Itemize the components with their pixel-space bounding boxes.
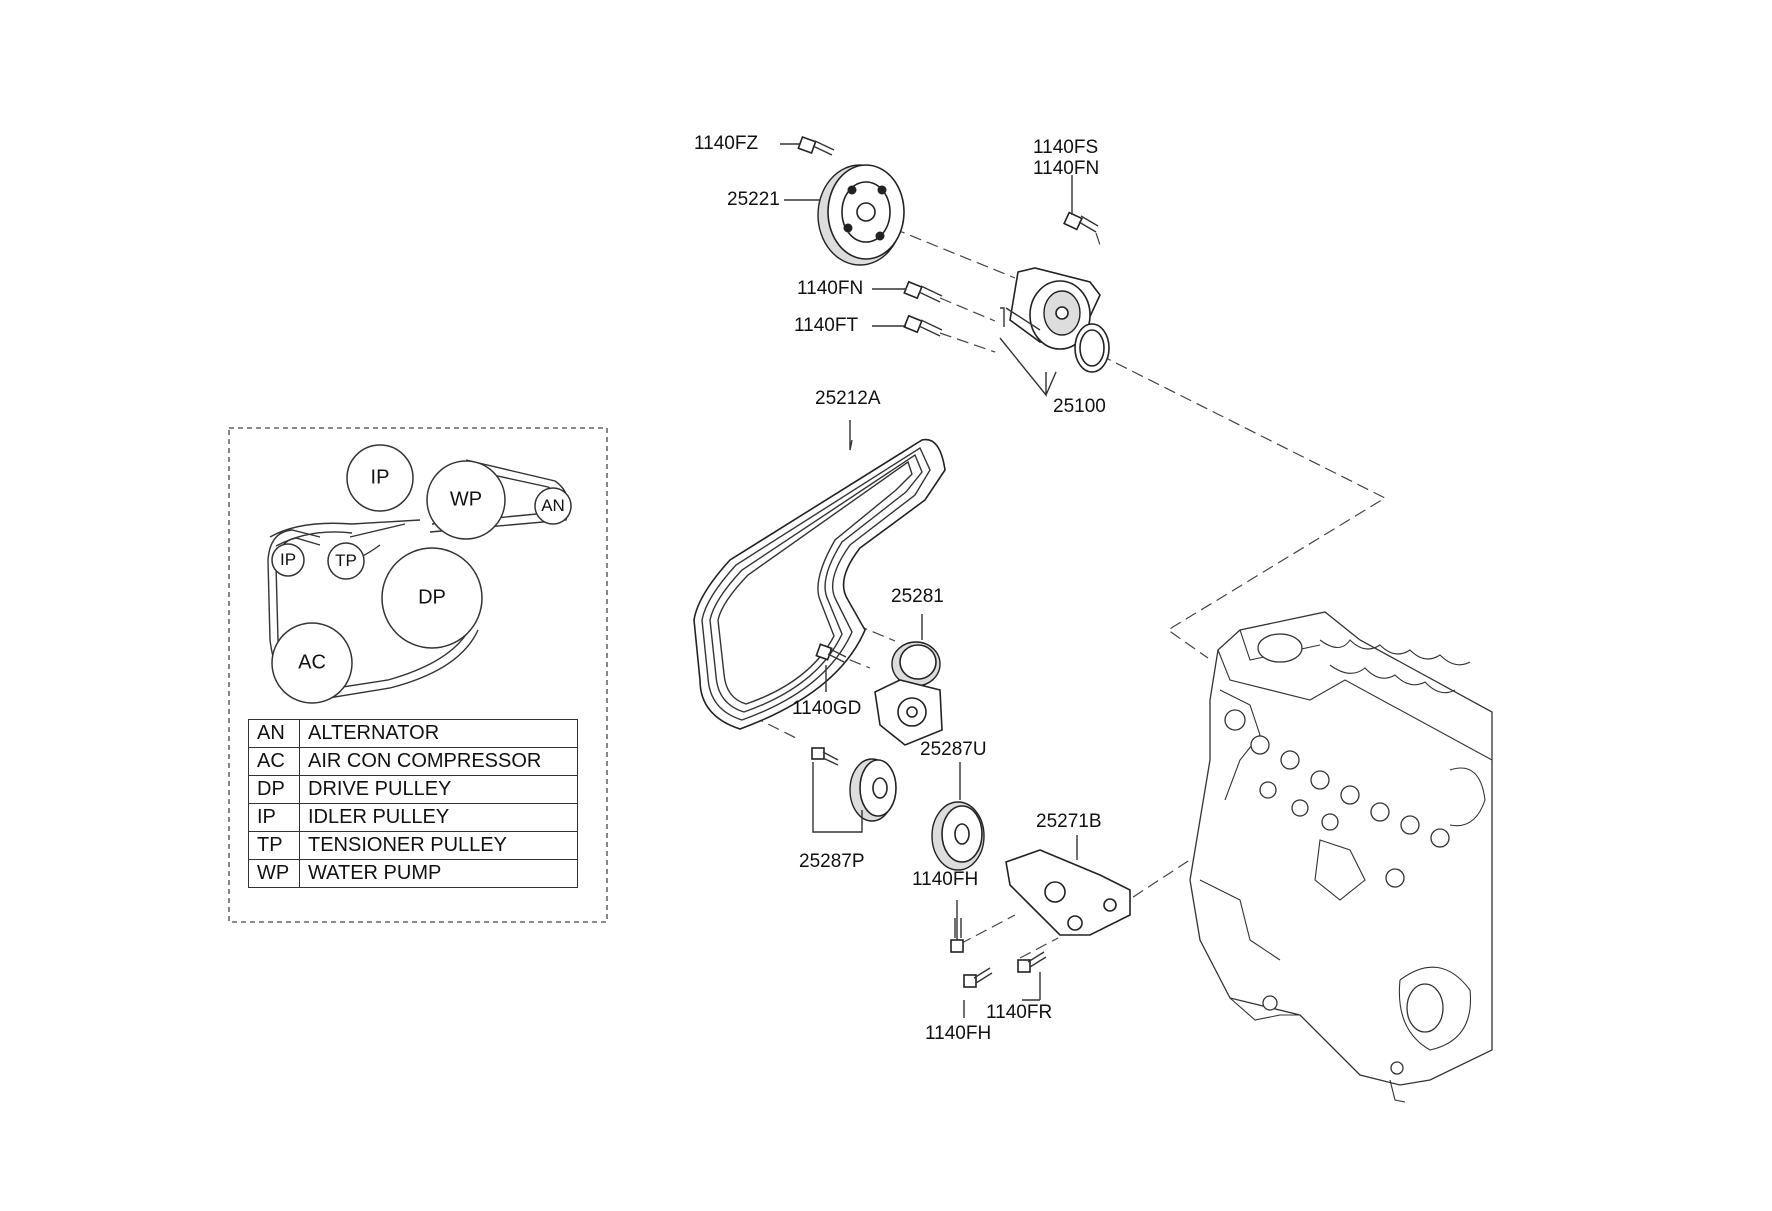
legend-code: TP bbox=[248, 831, 300, 860]
callout-1140fh-upper[interactable]: 1140FH bbox=[912, 869, 979, 890]
legend-row: DP DRIVE PULLEY bbox=[248, 775, 578, 804]
legend-table: AN ALTERNATOR AC AIR CON COMPRESSOR DP D… bbox=[248, 719, 578, 888]
legend-code: AC bbox=[248, 747, 300, 776]
schematic-pulley-an bbox=[534, 487, 572, 525]
legend-code: WP bbox=[248, 859, 300, 888]
schematic-label-ip-left: IP bbox=[279, 550, 297, 569]
part-25212a-belt bbox=[693, 438, 946, 730]
part-25281-tensioner bbox=[874, 641, 943, 746]
part-25221-pulley bbox=[817, 164, 905, 266]
legend-code: AN bbox=[248, 719, 300, 748]
schematic-label-ac: AC bbox=[298, 651, 326, 674]
schematic-label-an: AN bbox=[541, 496, 565, 515]
part-25100-water-pump bbox=[1009, 267, 1110, 373]
bolt-1140fh-lower bbox=[963, 967, 993, 988]
legend-row: AC AIR CON COMPRESSOR bbox=[248, 747, 578, 776]
callout-1140ft[interactable]: 1140FT bbox=[794, 315, 859, 336]
schematic-label-wp: WP bbox=[449, 488, 483, 511]
callout-25287u[interactable]: 25287U bbox=[920, 739, 987, 760]
callout-1140fz[interactable]: 1140FZ bbox=[694, 133, 759, 154]
legend-name: DRIVE PULLEY bbox=[299, 775, 578, 804]
bolt-1140fn bbox=[903, 280, 943, 303]
callout-1140fh-lower[interactable]: 1140FH bbox=[925, 1023, 992, 1044]
bolt-1140ft bbox=[903, 314, 943, 337]
bolt-1140fr bbox=[1017, 951, 1047, 973]
callout-25100[interactable]: 25100 bbox=[1053, 396, 1106, 417]
bolt-1140fz bbox=[797, 135, 835, 156]
schematic-pulley-dp bbox=[381, 547, 483, 649]
schematic-inset-border bbox=[228, 427, 608, 923]
engine-block bbox=[1189, 611, 1493, 1103]
callout-1140fs[interactable]: 1140FS bbox=[1033, 137, 1099, 158]
callout-1140fr[interactable]: 1140FR bbox=[986, 1002, 1053, 1023]
schematic-pulley-tp bbox=[327, 542, 365, 580]
callout-25287p[interactable]: 25287P bbox=[799, 851, 865, 872]
callout-1140fn[interactable]: 1140FN bbox=[797, 278, 864, 299]
callout-25271b[interactable]: 25271B bbox=[1036, 811, 1102, 832]
legend-name: WATER PUMP bbox=[299, 859, 578, 888]
callout-1140gd[interactable]: 1140GD bbox=[792, 698, 862, 719]
bolt-1140fs bbox=[1063, 211, 1099, 233]
schematic-label-ip-top: IP bbox=[370, 466, 390, 489]
schematic-pulley-ip-left bbox=[271, 543, 305, 577]
legend-row: TP TENSIONER PULLEY bbox=[248, 831, 578, 860]
legend-code: DP bbox=[248, 775, 300, 804]
schematic-pulley-ac bbox=[271, 622, 353, 704]
callout-25281[interactable]: 25281 bbox=[891, 586, 944, 607]
legend-row: IP IDLER PULLEY bbox=[248, 803, 578, 832]
part-25287u-idler bbox=[931, 801, 985, 871]
callout-leaders bbox=[780, 143, 1078, 1018]
legend-code: IP bbox=[248, 803, 300, 832]
schematic-pulley-ip-top bbox=[346, 444, 414, 512]
part-25287p-idler bbox=[811, 747, 897, 822]
part-25271b-bracket bbox=[1005, 849, 1131, 936]
callout-25221[interactable]: 25221 bbox=[727, 189, 780, 210]
legend-name: ALTERNATOR bbox=[299, 719, 578, 748]
legend-name: IDLER PULLEY bbox=[299, 803, 578, 832]
bolt-1140gd bbox=[815, 643, 847, 663]
schematic-label-tp: TP bbox=[335, 551, 357, 570]
schematic-label-dp: DP bbox=[418, 586, 446, 609]
legend-row: WP WATER PUMP bbox=[248, 859, 578, 888]
legend-name: TENSIONER PULLEY bbox=[299, 831, 578, 860]
callout-1140fn-upper[interactable]: 1140FN bbox=[1033, 158, 1100, 179]
schematic-pulley-wp bbox=[426, 460, 506, 540]
callout-25212a[interactable]: 25212A bbox=[815, 388, 881, 409]
legend-name: AIR CON COMPRESSOR bbox=[299, 747, 578, 776]
legend-row: AN ALTERNATOR bbox=[248, 719, 578, 748]
